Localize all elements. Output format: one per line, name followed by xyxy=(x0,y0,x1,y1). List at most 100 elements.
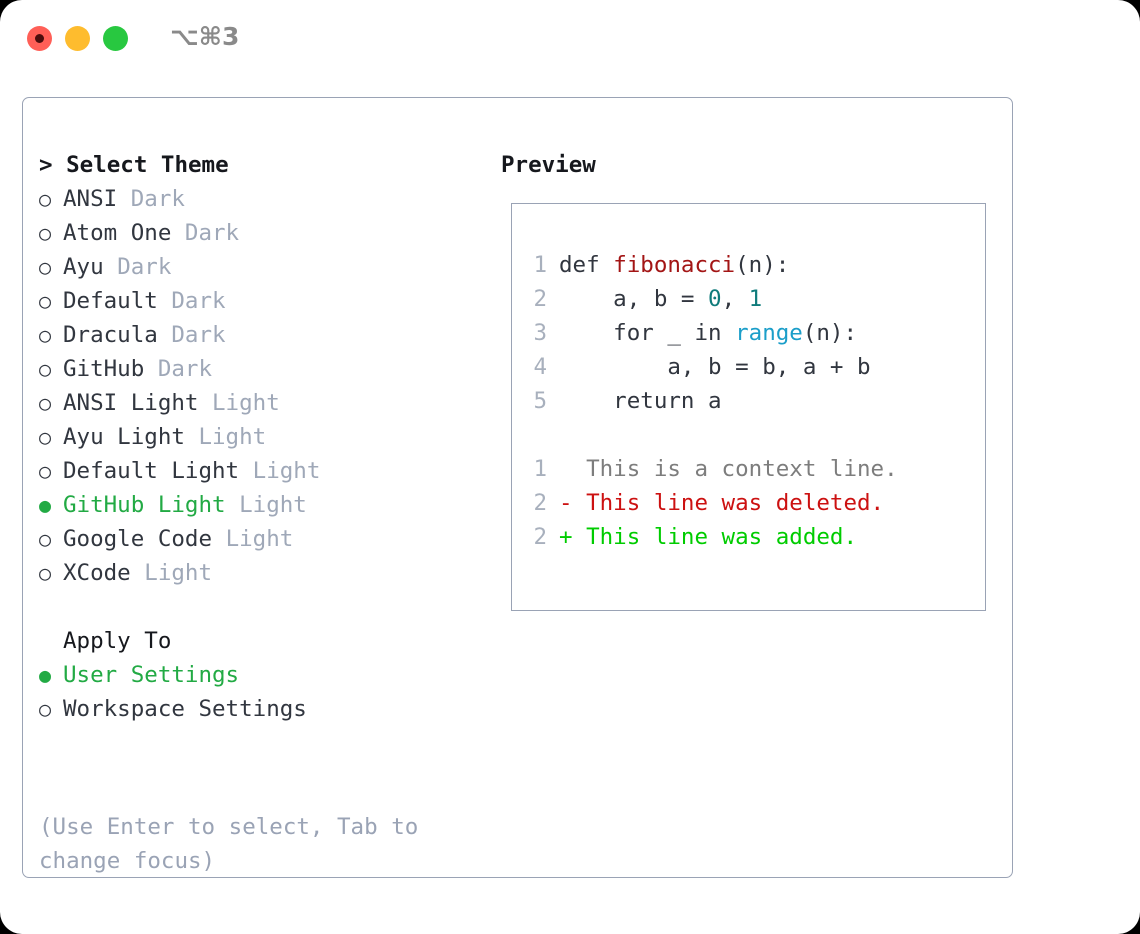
code-text: def fibonacci(n): xyxy=(559,252,790,278)
theme-item-ansi-light[interactable]: ○ ANSI Light Light xyxy=(39,386,489,420)
line-number: 1 xyxy=(533,456,547,482)
theme-item-label: GitHub xyxy=(63,356,145,382)
radio-icon: ○ xyxy=(39,561,52,585)
theme-item-label: Ayu Light xyxy=(63,424,185,450)
radio-icon: ○ xyxy=(39,289,52,313)
radio-icon: ○ xyxy=(39,221,52,245)
radio-icon: ○ xyxy=(39,255,52,279)
theme-item-tag: Dark xyxy=(117,254,172,280)
line-number: 3 xyxy=(533,320,547,346)
line-number: 2 xyxy=(533,524,547,550)
main-panel: > Select Theme ○ ANSI Dark ○Atom One Dark… xyxy=(22,97,1013,878)
diff-line-context: 1 This is a context line. xyxy=(521,452,981,486)
theme-item-default[interactable]: ○ Default Dark xyxy=(39,284,489,318)
keyboard-shortcut-label: ⌥⌘3 xyxy=(170,22,240,51)
theme-item-tag: Light xyxy=(144,560,213,586)
line-number: 2 xyxy=(533,286,547,312)
diff-text: + This line was added. xyxy=(559,524,858,550)
theme-item-tag: Dark xyxy=(130,186,185,212)
code-line: 3 for _ in range(n): xyxy=(521,316,981,350)
radio-icon: ○ xyxy=(39,527,52,551)
preview-column: Preview 1 def fibonacci(n): 2 a, b = 0, 1… xyxy=(501,148,1001,611)
minimize-button[interactable] xyxy=(65,26,90,51)
theme-item-tag: Light xyxy=(198,424,267,450)
preview-title: Preview xyxy=(501,152,596,178)
maximize-button[interactable] xyxy=(103,26,128,51)
radio-icon-selected: ● xyxy=(39,663,52,687)
theme-item-tag: Dark xyxy=(171,288,226,314)
code-text: a, b = b, a + b xyxy=(559,354,871,380)
theme-item-ayu-light[interactable]: ○ Ayu Light Light xyxy=(39,420,489,454)
theme-item-label: GitHub Light xyxy=(63,492,226,518)
theme-item-label: Default Light xyxy=(63,458,240,484)
apply-to-user-settings[interactable]: ● User Settings xyxy=(39,658,489,692)
theme-item-tag: Light xyxy=(239,492,307,518)
close-button[interactable] xyxy=(27,26,52,51)
code-line: 1 def fibonacci(n): xyxy=(521,248,981,282)
theme-item-atom-one[interactable]: ○Atom One Dark xyxy=(39,216,489,250)
theme-item-label: ANSI xyxy=(63,186,118,212)
theme-item-tag: Dark xyxy=(157,356,213,382)
theme-item-github[interactable]: ○ GitHub Dark xyxy=(39,352,489,386)
theme-item-tag: Light xyxy=(212,390,280,416)
theme-item-ansi[interactable]: ○ ANSI Dark xyxy=(39,182,489,216)
radio-icon: ○ xyxy=(39,187,52,211)
radio-icon: ○ xyxy=(39,697,52,721)
diff-text: - This line was deleted. xyxy=(559,490,885,516)
line-number: 1 xyxy=(533,252,547,278)
apply-to-header: Apply To xyxy=(63,628,172,654)
line-number: 4 xyxy=(533,354,547,380)
builtin-token: range xyxy=(735,320,803,346)
theme-item-label: XCode xyxy=(63,560,131,586)
theme-item-github-light[interactable]: ● GitHub Light Light xyxy=(39,488,489,522)
number-token: 1 xyxy=(748,286,763,312)
theme-selection-column: > Select Theme ○ ANSI Dark ○Atom One Dark… xyxy=(39,148,489,726)
list-gap xyxy=(39,590,489,624)
traffic-lights xyxy=(27,26,128,51)
code-text: a, b = 0, 1 xyxy=(559,286,763,312)
select-theme-header: > Select Theme xyxy=(39,152,229,178)
panel-columns: > Select Theme ○ ANSI Dark ○Atom One Dark… xyxy=(23,98,1012,877)
theme-item-label: ANSI Light xyxy=(63,390,199,416)
code-preview-box: 1 def fibonacci(n): 2 a, b = 0, 1 3 for _… xyxy=(511,203,986,611)
radio-icon: ○ xyxy=(39,459,52,483)
radio-icon: ○ xyxy=(39,425,52,449)
code-line: 5 return a xyxy=(521,384,981,418)
apply-to-label: User Settings xyxy=(63,662,240,688)
theme-item-google-code[interactable]: ○ Google Code Light xyxy=(39,522,489,556)
theme-item-ayu[interactable]: ○ Ayu Dark xyxy=(39,250,489,284)
theme-list: ○ ANSI Dark ○Atom One Dark ○ Ayu Dark ○ Def… xyxy=(39,182,489,590)
theme-item-label: Ayu xyxy=(63,254,104,280)
radio-icon: ○ xyxy=(39,323,52,347)
diff-line-added: 2 + This line was added. xyxy=(521,520,981,554)
theme-item-label: Default xyxy=(63,288,158,314)
code-line: 2 a, b = 0, 1 xyxy=(521,282,981,316)
line-number: 2 xyxy=(533,490,547,516)
theme-item-label: Dracula xyxy=(63,322,158,348)
function-name-token: fibonacci xyxy=(613,252,736,278)
theme-item-tag: Dark xyxy=(184,220,240,246)
code-line: 4 a, b = b, a + b xyxy=(521,350,981,384)
theme-item-tag: Dark xyxy=(171,322,226,348)
radio-icon-selected: ● xyxy=(39,493,52,517)
diff-text: This is a context line. xyxy=(559,456,898,482)
theme-item-xcode[interactable]: ○ XCode Light xyxy=(39,556,489,590)
theme-item-tag: Light xyxy=(252,458,321,484)
theme-item-label: Google Code xyxy=(63,526,213,552)
code-content: 1 def fibonacci(n): 2 a, b = 0, 1 3 for _… xyxy=(521,248,981,554)
title-bar: ⌥⌘3 xyxy=(0,0,1140,78)
line-number: 5 xyxy=(533,388,547,414)
number-token: 0 xyxy=(708,286,722,312)
apply-to-list: ● User Settings ○ Workspace Settings xyxy=(39,658,489,726)
theme-item-dracula[interactable]: ○ Dracula Dark xyxy=(39,318,489,352)
code-blank-line xyxy=(521,418,981,452)
theme-item-tag: Light xyxy=(225,526,294,552)
radio-icon: ○ xyxy=(39,391,52,415)
apply-to-label: Workspace Settings xyxy=(63,696,307,722)
theme-item-default-light[interactable]: ○ Default Light Light xyxy=(39,454,489,488)
keyboard-hint-text: (Use Enter to select, Tab to change focu… xyxy=(39,814,419,874)
radio-icon: ○ xyxy=(39,357,52,381)
code-text: for _ in range(n): xyxy=(559,320,858,346)
apply-to-workspace-settings[interactable]: ○ Workspace Settings xyxy=(39,692,489,726)
